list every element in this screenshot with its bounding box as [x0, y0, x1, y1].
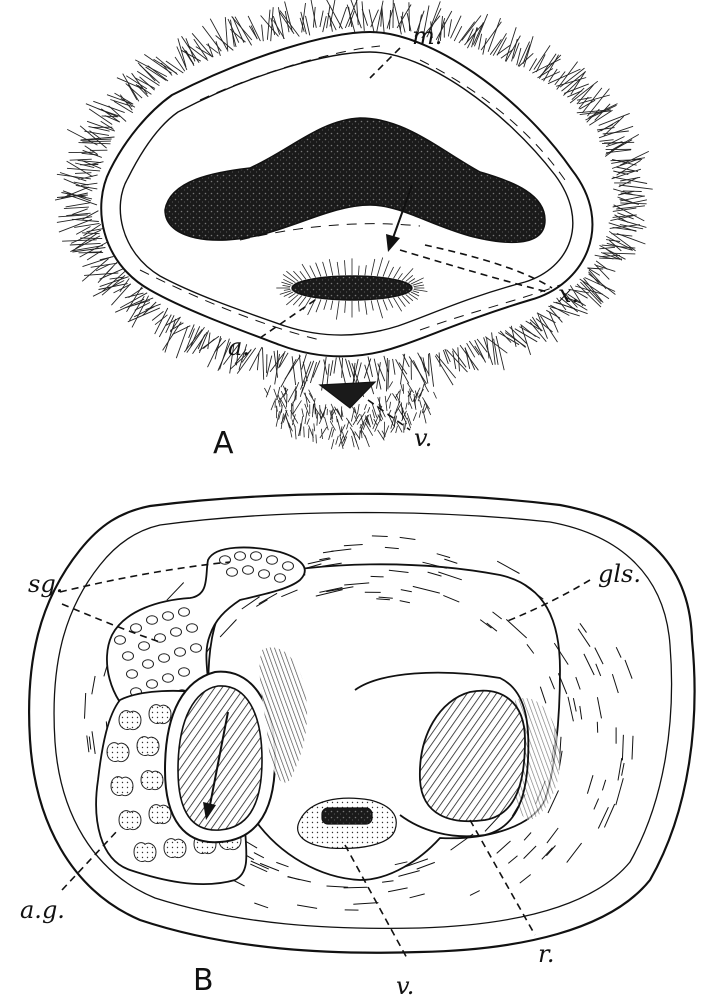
anal-opening-a: [276, 258, 427, 320]
figure-a: m. x. a. v. A: [55, 0, 653, 461]
leader-r: [470, 820, 535, 935]
vulva-b: [298, 798, 397, 848]
label-gls: gls.: [598, 560, 641, 588]
figure-b: sg. gls. a.g. r. v. B: [20, 494, 695, 998]
panel-label-a: A: [213, 426, 234, 461]
label-ag: a.g.: [20, 896, 65, 924]
label-v-a: v.: [414, 424, 432, 452]
leader-x-2: [425, 245, 552, 288]
leader-v-b: [345, 845, 408, 960]
label-sg: sg.: [28, 570, 63, 598]
vulva-area-a: [264, 380, 436, 449]
label-v-b: v.: [396, 972, 414, 998]
label-a: a.: [228, 333, 250, 361]
leader-gls: [505, 580, 590, 622]
left-pouch-b: [165, 672, 275, 843]
label-x: x.: [558, 280, 579, 308]
label-r: r.: [538, 940, 554, 968]
label-m: m.: [412, 22, 442, 50]
panel-label-b: B: [193, 963, 214, 998]
